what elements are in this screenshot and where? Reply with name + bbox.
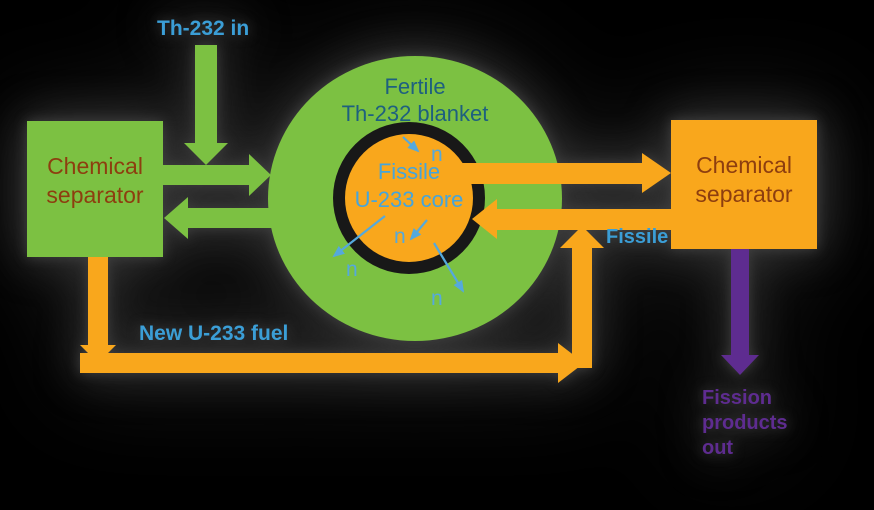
blanket-label: Fertile Th-232 blanket: [315, 73, 515, 127]
fissile-flow-label: Fissile: [606, 226, 669, 248]
th232-in-label: Th-232 in: [157, 17, 250, 40]
fissile-return-arrow-shaft: [497, 209, 671, 230]
left-chemical-separator-box: [27, 121, 163, 257]
core-label-line2: U-233 core: [354, 187, 464, 212]
th232-inflow-arrowhead-icon: [184, 143, 228, 165]
new-fuel-up-arrow-shaft: [572, 246, 592, 368]
fission-products-label-line1: Fission: [702, 387, 773, 409]
fission-products-arrow-shaft: [731, 249, 749, 355]
right-separator-label-line2: separator: [695, 181, 793, 207]
blanket-label-line2: Th-232 blanket: [341, 101, 489, 126]
left-separator-label-line2: separator: [46, 182, 144, 208]
right-separator-label-line1: Chemical: [696, 152, 792, 178]
fission-products-label-line3: out: [702, 437, 734, 459]
separator-to-blanket-arrowhead-icon: [249, 154, 271, 196]
fission-products-label-line2: products: [702, 412, 788, 434]
fission-products-out-label: Fission products out: [702, 386, 788, 461]
left-separator-label: Chemical separator: [27, 152, 163, 210]
new-fuel-down-arrow-shaft: [88, 257, 108, 345]
core-to-separator-arrowhead-icon: [642, 153, 671, 193]
right-chemical-separator-box: [671, 120, 817, 249]
fissile-return-arrowhead-icon: [472, 199, 497, 239]
blanket-to-separator-arrowhead-icon: [164, 197, 188, 239]
new-u233-fuel-label: New U-233 fuel: [139, 322, 289, 345]
new-fuel-bottom-arrow-shaft: [80, 353, 558, 373]
core-label: Fissile U-233 core: [329, 158, 489, 214]
separator-to-blanket-arrow-shaft: [163, 165, 249, 185]
core-to-separator-arrow-shaft: [462, 163, 642, 184]
right-separator-label: Chemical separator: [671, 151, 817, 209]
new-fuel-up-arrowhead-icon: [560, 226, 604, 248]
left-separator-label-line1: Chemical: [47, 153, 143, 179]
blanket-to-separator-arrow-shaft: [188, 208, 288, 228]
core-label-line1: Fissile: [377, 159, 441, 184]
th232-inflow-arrow-shaft: [195, 45, 217, 144]
blanket-label-line1: Fertile: [384, 74, 446, 99]
fission-products-arrowhead-icon: [721, 355, 759, 375]
